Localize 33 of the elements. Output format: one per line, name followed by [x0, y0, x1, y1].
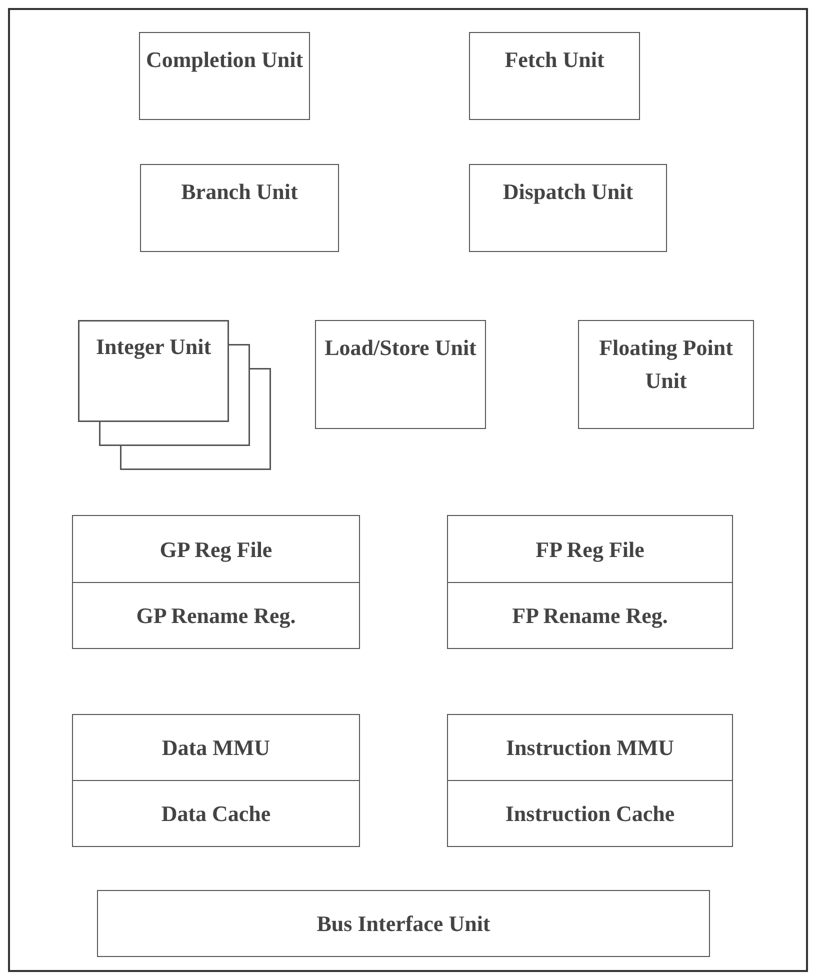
unit-label: Integer Unit — [96, 333, 212, 361]
unit-label: GP Reg File — [160, 536, 272, 564]
unit-label: Instruction MMU — [506, 734, 674, 762]
unit-label: Data Cache — [161, 800, 271, 828]
unit-label: Fetch Unit — [504, 46, 604, 74]
unit-label: Floating Point Unit — [598, 334, 734, 395]
unit-box — [97, 890, 710, 957]
unit-label: Dispatch Unit — [502, 178, 634, 206]
unit-label: GP Rename Reg. — [136, 602, 296, 630]
unit-box — [72, 714, 360, 781]
unit-box — [469, 32, 640, 120]
unit-box — [140, 164, 339, 252]
unit-label: Instruction Cache — [505, 800, 675, 828]
unit-box — [447, 714, 733, 781]
unit-label: Bus Interface Unit — [316, 910, 490, 938]
unit-label: Data MMU — [162, 734, 270, 762]
unit-box — [469, 164, 667, 252]
unit-box — [578, 320, 754, 429]
unit-box — [72, 780, 360, 847]
unit-box — [139, 32, 310, 120]
unit-label: FP Rename Reg. — [512, 602, 668, 630]
unit-box — [72, 582, 360, 649]
unit-box — [72, 515, 360, 583]
unit-label: Load/Store Unit — [324, 334, 476, 362]
stacked-unit-boxes — [78, 320, 271, 470]
unit-box — [315, 320, 486, 429]
unit-label: Branch Unit — [181, 178, 298, 206]
chip-outline — [8, 8, 808, 972]
unit-label: Completion Unit — [146, 46, 304, 74]
unit-box — [447, 515, 733, 583]
unit-label: FP Reg File — [536, 536, 644, 564]
unit-box — [447, 780, 733, 847]
unit-box — [447, 582, 733, 649]
